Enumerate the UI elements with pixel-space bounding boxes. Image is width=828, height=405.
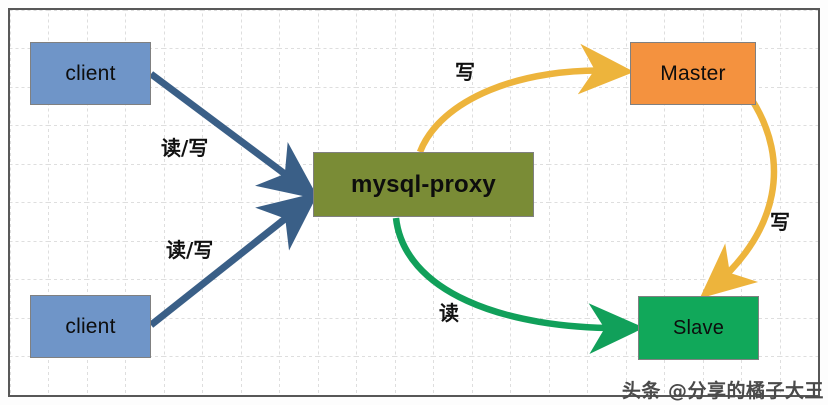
node-client-bottom-label: client: [65, 314, 116, 338]
node-client-top[interactable]: client: [30, 42, 151, 105]
node-mysql-proxy[interactable]: mysql-proxy: [313, 152, 534, 217]
node-client-bottom[interactable]: client: [30, 295, 151, 358]
edge-label-client-top-to-proxy: 读/写: [161, 136, 209, 160]
node-master[interactable]: Master: [630, 42, 756, 105]
watermark: 头条 @分享的橘子大王: [621, 380, 824, 402]
node-client-top-label: client: [65, 61, 116, 85]
node-master-label: Master: [660, 61, 726, 85]
node-slave-label: Slave: [672, 316, 725, 339]
edge-label-proxy-to-slave: 读: [439, 301, 459, 325]
node-mysql-proxy-label: mysql-proxy: [351, 170, 496, 198]
node-slave[interactable]: Slave: [638, 296, 759, 360]
edge-label-client-bottom-to-proxy: 读/写: [166, 238, 214, 262]
edge-label-proxy-to-master: 写: [455, 60, 475, 84]
edge-label-master-to-slave: 写: [770, 210, 790, 234]
